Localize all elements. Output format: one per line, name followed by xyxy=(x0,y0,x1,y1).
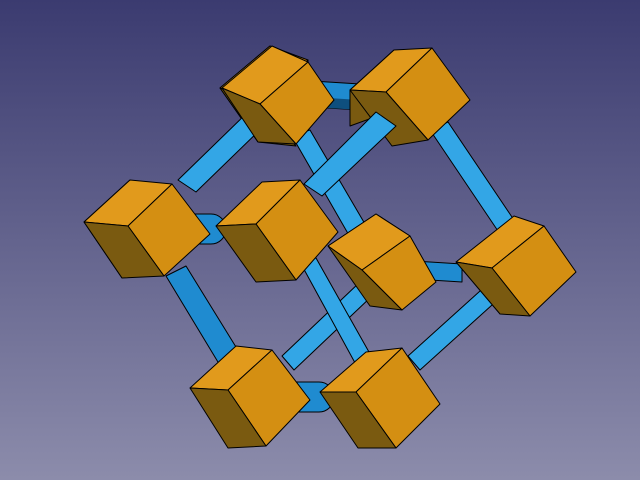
node-center-front[interactable] xyxy=(215,179,339,283)
node-bottom-right-front[interactable] xyxy=(319,347,441,449)
node-left-front[interactable] xyxy=(83,179,211,279)
node-bottom-left-front[interactable] xyxy=(189,345,311,449)
node-top-left-face xyxy=(221,45,335,145)
strut-upper-mid-diag[interactable] xyxy=(303,111,397,197)
node-middle-back[interactable] xyxy=(327,213,437,311)
node-right-back[interactable] xyxy=(455,215,577,317)
node-top-right-back[interactable] xyxy=(349,47,471,147)
